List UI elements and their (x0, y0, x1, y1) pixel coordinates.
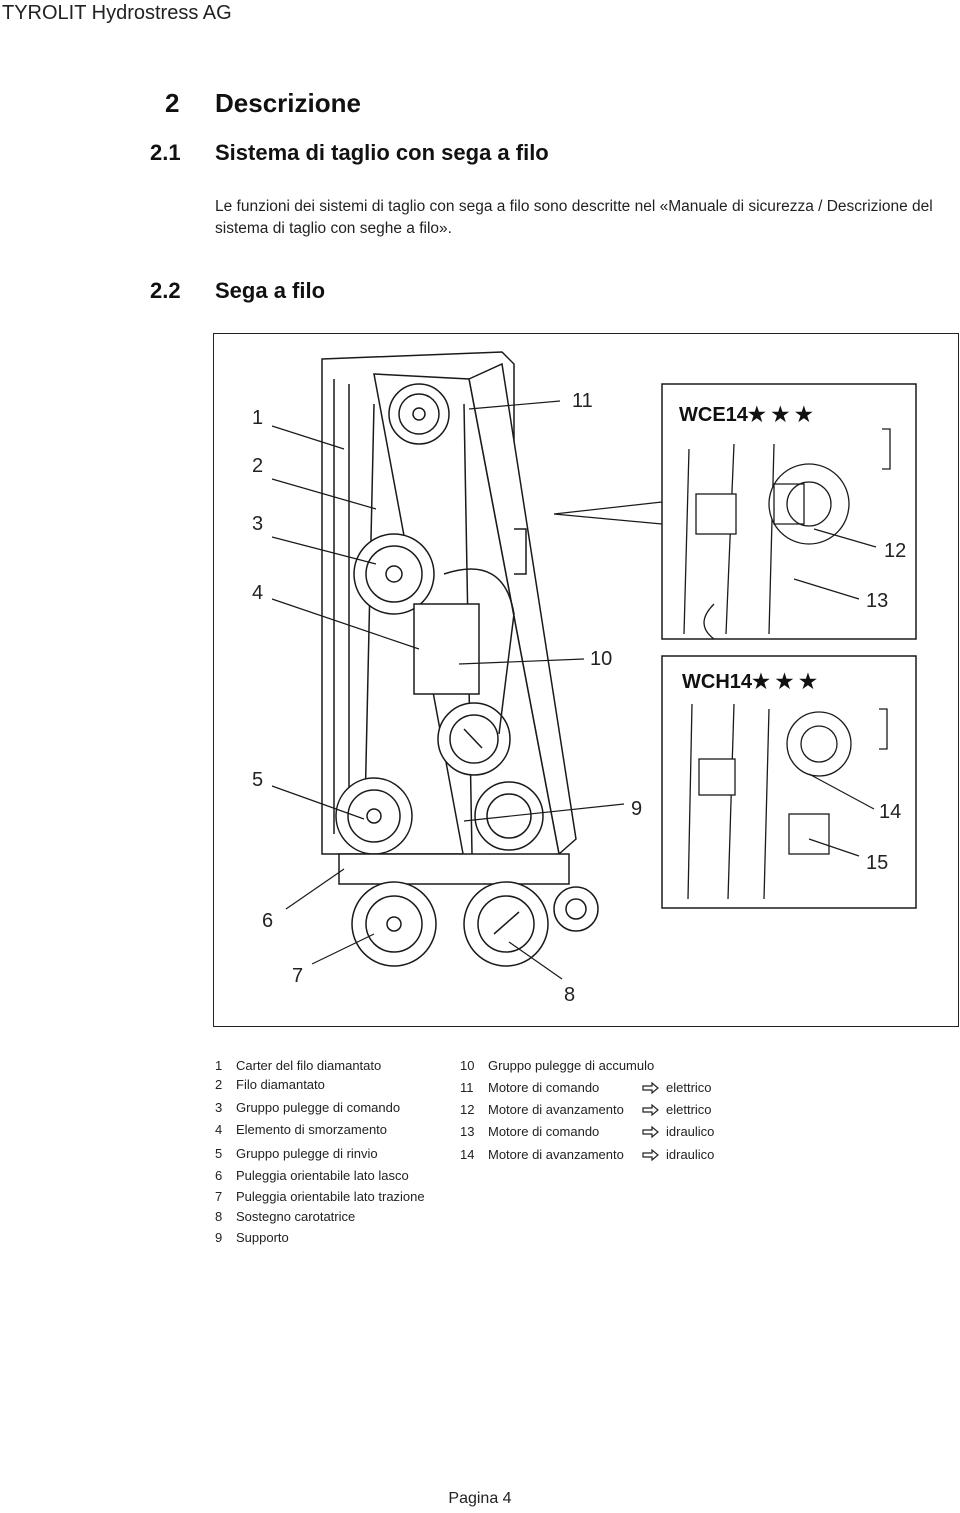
legend-text: Motore di comando (488, 1080, 600, 1095)
callout-13: 13 (866, 590, 888, 612)
legend-item: 9 Supporto (215, 1230, 455, 1246)
motor-detail-drawing (683, 428, 891, 900)
callout-11: 11 (572, 390, 593, 412)
arrow-right-icon (642, 1081, 659, 1095)
legend-text: Elemento di smorzamento (236, 1122, 388, 1137)
legend-text: Filo diamantato (236, 1077, 325, 1092)
panel-title-wce14: WCE14★ ★ ★ (679, 404, 813, 426)
legend-number: 12 (460, 1102, 475, 1117)
legend-number: 6 (215, 1168, 223, 1183)
section-title: Descrizione (215, 88, 361, 118)
intro-paragraph: Le funzioni dei sistemi di taglio con se… (215, 198, 933, 237)
legend-text: Sostegno carotatrice (236, 1209, 356, 1224)
legend-text: Supporto (236, 1230, 289, 1245)
legend-number: 9 (215, 1230, 223, 1245)
subsection-title: Sistema di taglio con sega a filo (215, 140, 549, 165)
legend-number: 2 (215, 1077, 223, 1092)
section-number: 2 (165, 88, 180, 118)
legend-text: Motore di avanzamento (488, 1102, 624, 1117)
callout-8: 8 (564, 984, 575, 1006)
legend-item: 8 Sostegno carotatrice (215, 1209, 455, 1225)
legend-motor-type: elettrico (666, 1102, 712, 1117)
legend-text: Motore di comando (488, 1124, 600, 1139)
legend-motor-type: elettrico (666, 1080, 712, 1095)
legend-text: Carter del filo diamantato (236, 1058, 382, 1073)
legend-item: 14 Motore di avanzamento idraulico (460, 1147, 760, 1163)
callout-14: 14 (879, 801, 901, 823)
legend-number: 4 (215, 1122, 223, 1137)
legend-text: Gruppo pulegge di rinvio (236, 1146, 378, 1161)
legend-text: Gruppo pulegge di accumulo (488, 1058, 655, 1073)
legend-number: 1 (215, 1058, 223, 1073)
legend-item: 13 Motore di comando idraulico (460, 1124, 760, 1140)
legend-motor-type: idraulico (666, 1147, 715, 1162)
arrow-right-icon (642, 1103, 659, 1117)
callout-6: 6 (262, 910, 273, 932)
subsection-number-2: 2.2 (150, 278, 181, 303)
company-header: TYROLIT Hydrostress AG (2, 2, 232, 24)
legend-item: 12 Motore di avanzamento elettrico (460, 1102, 760, 1118)
legend-item: 1 Carter del filo diamantato (215, 1058, 455, 1074)
saw-machine-drawing (321, 351, 599, 967)
callout-10: 10 (590, 648, 612, 670)
callout-leaders (271, 400, 877, 980)
arrow-right-icon (642, 1125, 659, 1139)
legend-left: 1 Carter del filo diamantato 2 Filo diamant… (215, 1058, 455, 1248)
wire-saw-figure: WCE14★ ★ ★ WCH14★ ★ ★ 1 2 3 4 5 6 7 (213, 333, 959, 1027)
legend-number: 11 (460, 1080, 474, 1095)
subsection-number: 2.1 (150, 140, 181, 165)
callout-4: 4 (252, 582, 263, 604)
legend-item: 6 Puleggia orientabile lato lasco (215, 1168, 455, 1184)
callout-12: 12 (884, 540, 906, 562)
legend-item: 7 Puleggia orientabile lato trazione (215, 1189, 455, 1205)
callout-1: 1 (252, 407, 263, 429)
callout-15: 15 (866, 852, 888, 874)
callout-2: 2 (252, 455, 263, 477)
legend-number: 3 (215, 1100, 223, 1115)
page-number: Pagina 4 (448, 1490, 512, 1507)
legend-number: 14 (460, 1147, 475, 1162)
legend-item: 11 Motore di comando elettrico (460, 1080, 760, 1096)
legend-number: 7 (215, 1189, 223, 1204)
subsection-title-2: Sega a filo (215, 278, 326, 303)
legend-text: Puleggia orientabile lato lasco (236, 1168, 409, 1183)
legend-text: Gruppo pulegge di comando (236, 1100, 401, 1115)
legend-item: 4 Elemento di smorzamento (215, 1122, 455, 1138)
legend-item: 10 Gruppo pulegge di accumulo (460, 1058, 760, 1074)
legend-number: 10 (460, 1058, 475, 1073)
legend-text: Puleggia orientabile lato trazione (236, 1189, 425, 1204)
legend-number: 5 (215, 1146, 223, 1161)
legend-motor-type: idraulico (666, 1124, 715, 1139)
wire-saw-drawing: WCE14★ ★ ★ WCH14★ ★ ★ 1 2 3 4 5 6 7 (252, 351, 917, 1006)
panel-title-wch14: WCH14★ ★ ★ (682, 671, 817, 693)
legend-item: 3 Gruppo pulegge di comando (215, 1100, 455, 1116)
legend-text: Motore di avanzamento (488, 1147, 624, 1162)
callout-5: 5 (252, 769, 263, 791)
arrow-right-icon (642, 1148, 659, 1162)
legend-number: 8 (215, 1209, 223, 1224)
legend-item: 5 Gruppo pulegge di rinvio (215, 1146, 455, 1162)
callout-7: 7 (292, 965, 303, 987)
callout-3: 3 (252, 513, 263, 535)
legend-number: 13 (460, 1124, 475, 1139)
legend-item: 2 Filo diamantato (215, 1077, 455, 1093)
callout-9: 9 (631, 798, 642, 820)
